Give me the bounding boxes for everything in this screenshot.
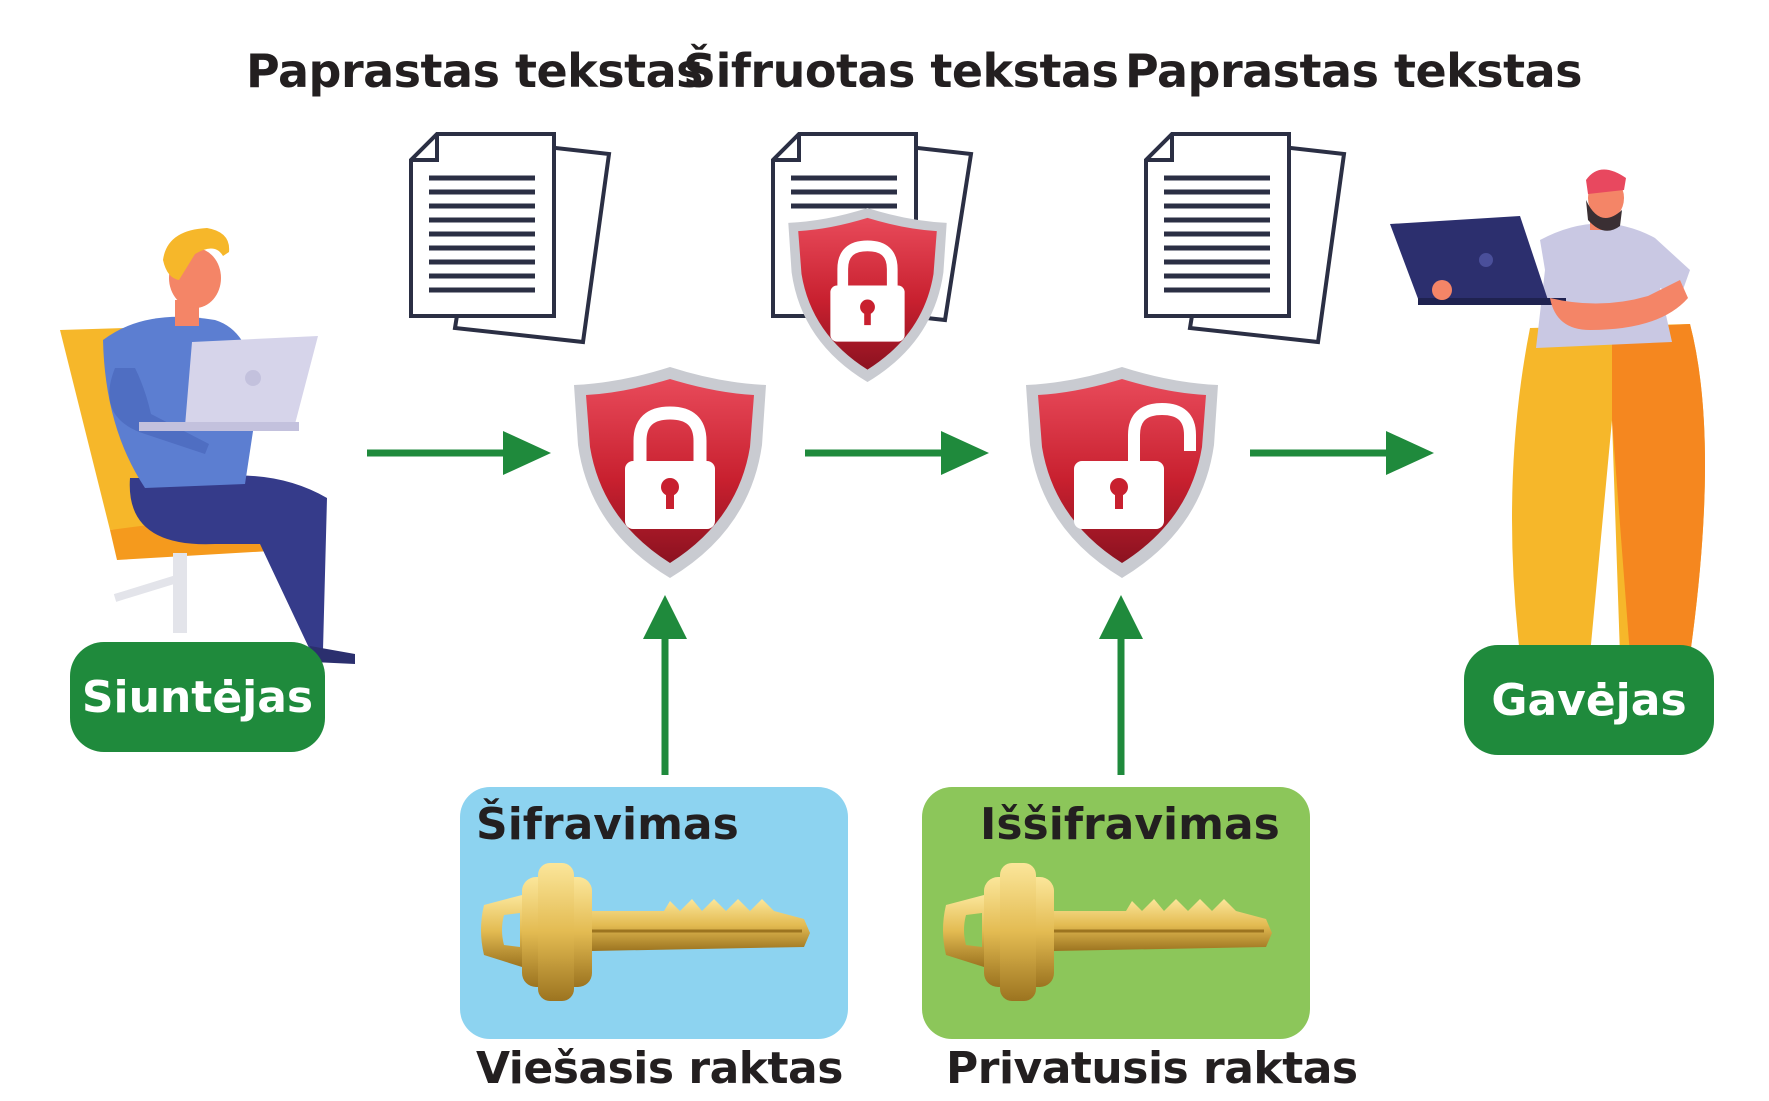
- plaintext-label-left: Paprastas tekstas: [246, 44, 704, 98]
- shield-lock-icon: [788, 207, 947, 383]
- encryption-title: Šifravimas: [476, 799, 739, 850]
- decryption-key-box: Iššifravimas: [922, 787, 1310, 1039]
- plaintext-label-right: Paprastas tekstas: [1125, 44, 1583, 98]
- private-key-label: Privatusis raktas: [946, 1043, 1358, 1094]
- flow-arrow: [1250, 431, 1434, 475]
- key-input-arrow: [643, 595, 687, 775]
- sender-badge: Siuntėjas: [70, 642, 325, 752]
- document-icon: [409, 132, 612, 345]
- public-key-label: Viešasis raktas: [476, 1043, 843, 1094]
- decryption-title: Iššifravimas: [980, 799, 1280, 850]
- flow-arrow: [367, 431, 551, 475]
- ciphertext-label: Šifruotas tekstas: [683, 44, 1119, 98]
- shield-lock-icon: [574, 367, 766, 578]
- flow-arrow: [805, 431, 989, 475]
- document-icon: [1144, 132, 1347, 345]
- sender-illustration: [60, 228, 355, 664]
- key-input-arrow: [1099, 595, 1143, 775]
- key-icon: [481, 863, 810, 1001]
- receiver-badge: Gavėjas: [1464, 645, 1714, 755]
- shield-unlock-icon: [1026, 367, 1218, 578]
- encryption-key-box: Šifravimas: [460, 787, 848, 1039]
- key-icon: [943, 863, 1272, 1001]
- receiver-illustration: [1390, 169, 1705, 655]
